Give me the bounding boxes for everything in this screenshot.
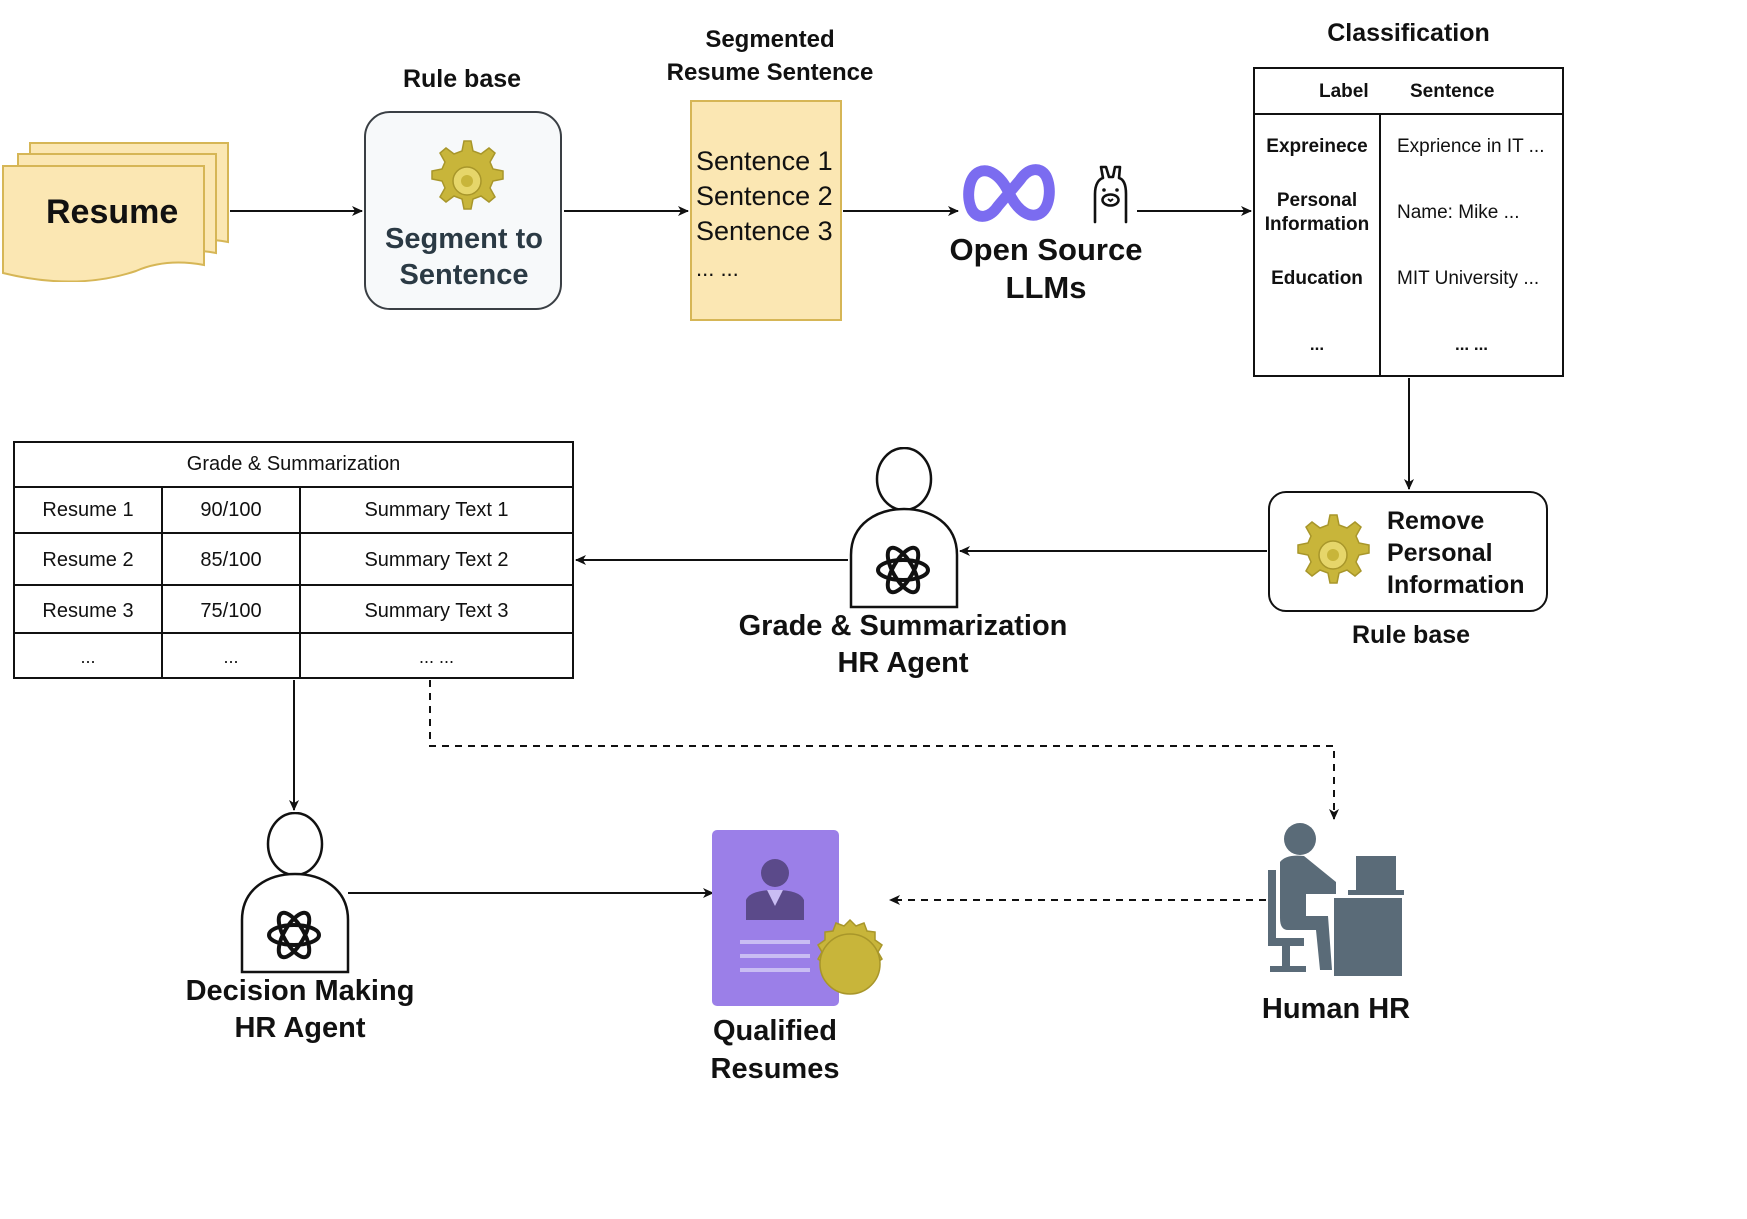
table-cell: Resume 2: [42, 549, 134, 571]
class-row-sentence: ... ...: [1454, 335, 1489, 354]
qualified-label-line2: Resumes: [710, 1053, 840, 1085]
decision-agent-label-line2: HR Agent: [234, 1012, 366, 1044]
remove-label-line2: Personal: [1387, 539, 1493, 567]
table-cell: Summary Text 1: [364, 499, 509, 521]
grade-agent-label-line2: HR Agent: [837, 647, 969, 679]
table-divider: [15, 486, 572, 488]
qualified-resume-icon: [712, 830, 883, 1006]
openai-icon: [267, 910, 321, 960]
grade-summary-table: Grade & Summarization Resume 1 90/100 Su…: [13, 441, 574, 679]
rule-base-title: Rule base: [402, 65, 522, 93]
table-cell: Resume 3: [42, 600, 134, 622]
table-divider: [1379, 115, 1381, 375]
class-row-sentence: MIT University ...: [1397, 268, 1540, 289]
resume-pages-icon: [2, 142, 229, 282]
table-cell: Summary Text 2: [364, 549, 509, 571]
table-cell: ... ...: [418, 647, 454, 667]
table-divider: [1255, 113, 1562, 115]
header-label: Label: [1319, 81, 1369, 102]
table-cell: ...: [80, 647, 96, 667]
table-divider: [15, 532, 572, 534]
table-cell: 75/100: [200, 600, 262, 622]
decision-agent-label-line1: Decision Making: [185, 975, 415, 1007]
gear-icon: [431, 140, 504, 210]
table-divider: [161, 488, 163, 677]
remove-label-line1: Remove: [1387, 507, 1485, 535]
class-row-label: Personal: [1276, 190, 1358, 211]
resume-label: Resume: [46, 193, 179, 231]
segmented-sentence: Sentence 3: [696, 216, 833, 246]
table-cell: ...: [223, 647, 239, 667]
remove-caption: Rule base: [1351, 621, 1471, 649]
llm-label-line1: Open Source: [949, 232, 1143, 267]
segmented-title-line1: Segmented: [705, 26, 835, 53]
segmented-sentences-note: Sentence 1 Sentence 2 Sentence 3 ... ...: [690, 100, 842, 321]
grade-table-title: Grade & Summarization: [186, 453, 401, 475]
remove-label-line3: Information: [1387, 571, 1525, 599]
class-row-label: Information: [1264, 214, 1370, 235]
classification-title: Classification: [1327, 19, 1490, 47]
grade-agent-label-line1: Grade & Summarization: [738, 610, 1068, 642]
llama-icon: [1093, 165, 1128, 224]
table-divider: [299, 488, 301, 677]
connector-layer: [230, 206, 1414, 905]
table-cell: 85/100: [200, 549, 262, 571]
openai-icon: [876, 545, 930, 595]
table-cell: 90/100: [200, 499, 262, 521]
class-row-sentence: Exprience in IT ...: [1397, 136, 1545, 157]
human-hr-desk-icon: [1268, 823, 1404, 976]
class-row-sentence: Name: Mike ...: [1397, 202, 1520, 223]
segmented-ellipsis: ... ...: [696, 256, 739, 281]
segmented-title-line2: Resume Sentence: [666, 59, 874, 86]
class-row-label: Expreinece: [1266, 136, 1368, 157]
remove-personal-info-box: Remove Personal Information: [1268, 491, 1548, 612]
segmented-sentence: Sentence 1: [696, 146, 833, 176]
table-divider: [15, 632, 572, 634]
llm-label-line2: LLMs: [1005, 270, 1087, 305]
classification-table: Label Sentence Expreinece Exprience in I…: [1253, 67, 1564, 377]
human-hr-label: Human HR: [1261, 993, 1411, 1025]
segment-to-sentence-box: Segment to Sentence: [364, 111, 562, 310]
header-sentence: Sentence: [1410, 81, 1495, 102]
qualified-label-line1: Qualified: [712, 1015, 838, 1047]
class-row-label: Education: [1271, 268, 1363, 289]
table-cell: Resume 1: [42, 499, 134, 521]
table-cell: Summary Text 3: [364, 600, 509, 622]
class-row-label: ...: [1309, 335, 1325, 354]
segmented-sentence: Sentence 2: [696, 181, 833, 211]
segment-label-line1: Segment to: [385, 223, 543, 255]
decision-agent-person-icon: [240, 812, 350, 974]
table-divider: [15, 584, 572, 586]
gear-icon: [1297, 514, 1370, 584]
segment-label-line2: Sentence: [399, 259, 529, 291]
grade-agent-person-icon: [849, 447, 959, 609]
dashed-arrow-table-to-human: [429, 680, 1339, 820]
meta-infinity-icon: [963, 164, 1055, 222]
